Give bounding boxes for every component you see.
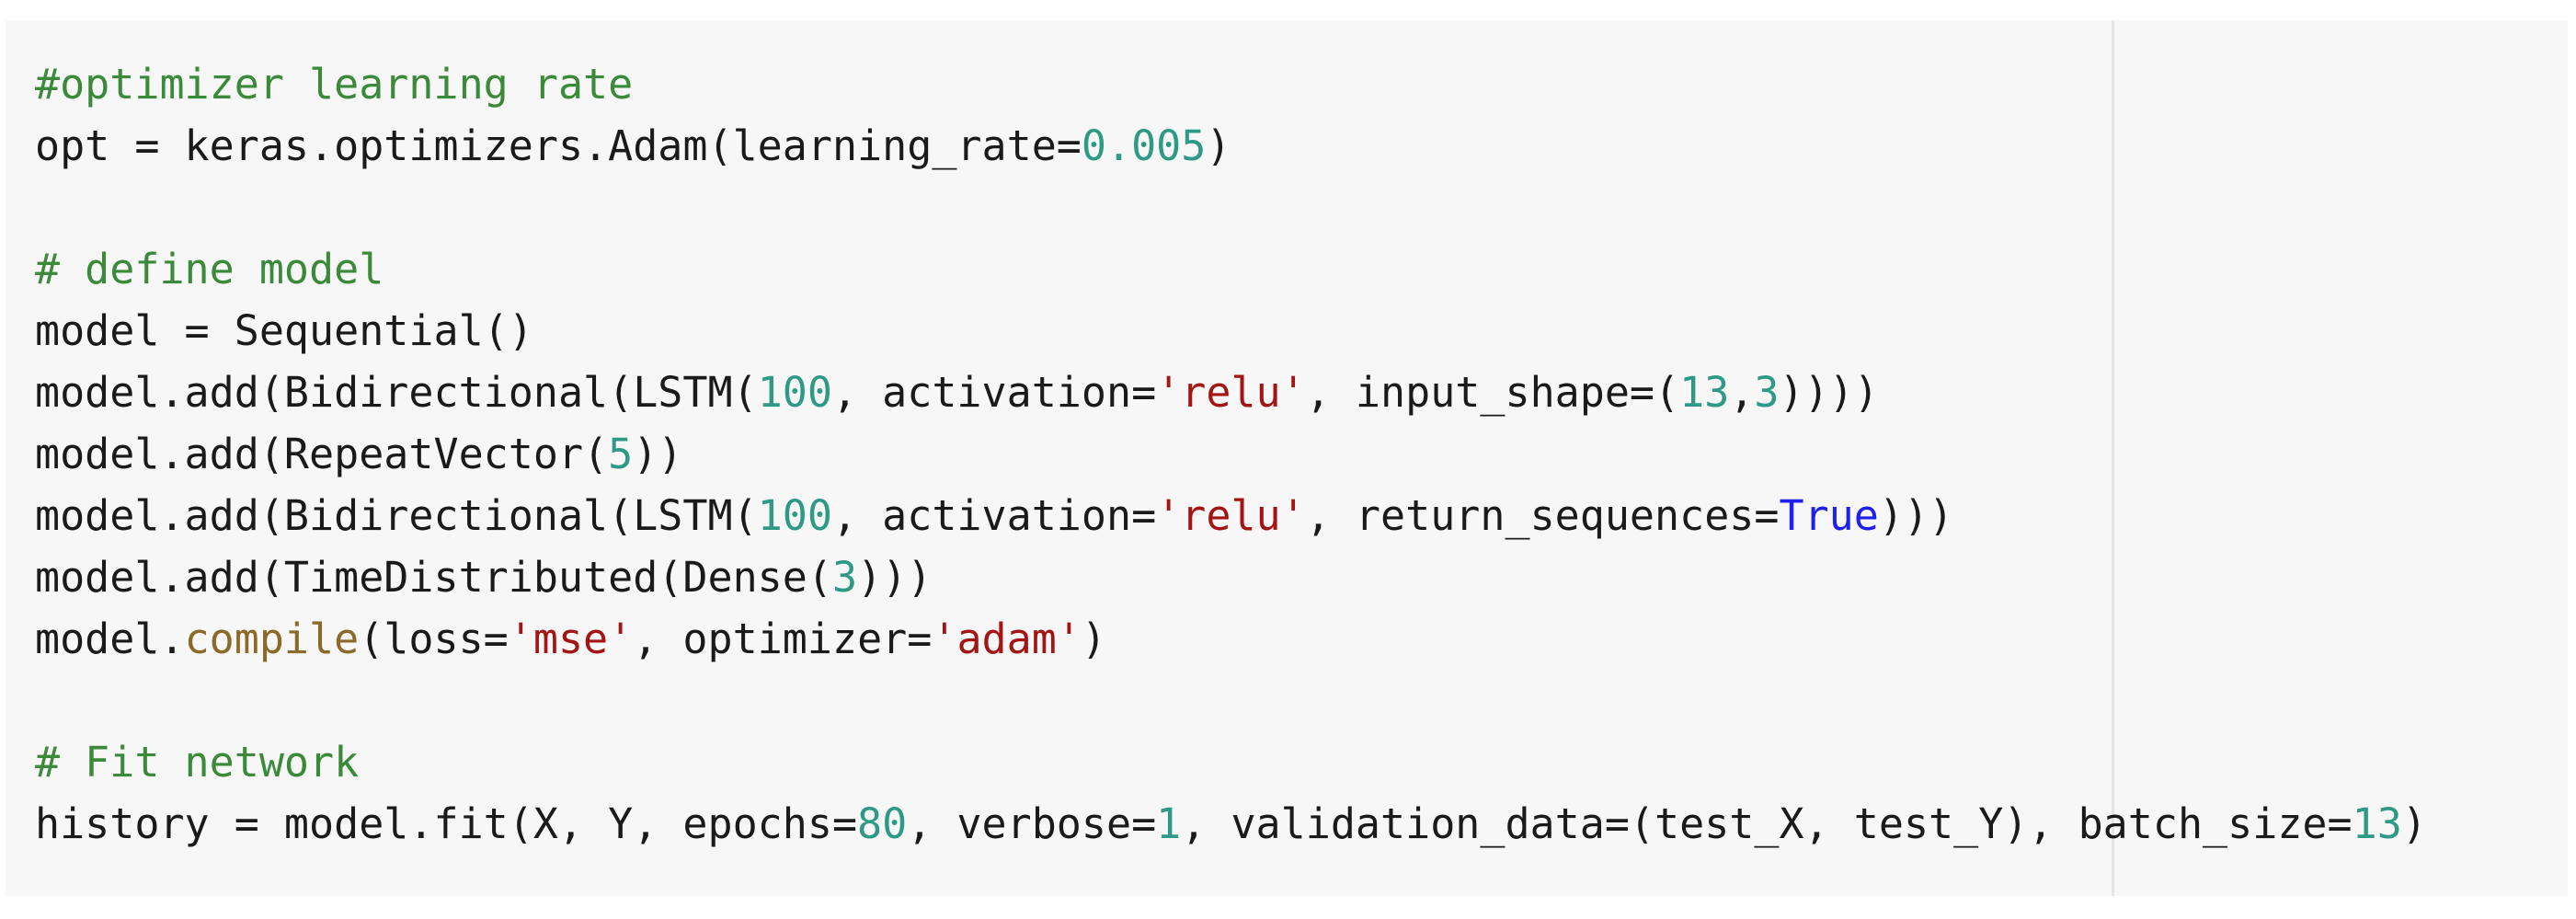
code-token: model = Sequential() <box>35 306 533 355</box>
code-token: model.add(Bidirectional(LSTM( <box>35 368 758 417</box>
code-line: # Fit network <box>35 731 2427 793</box>
code-token: , activation= <box>831 491 1157 540</box>
code-line <box>35 670 2427 731</box>
code-token: ))) <box>1878 491 1954 540</box>
code-token: ))) <box>857 553 933 602</box>
code-comment: # Fit network <box>35 738 360 787</box>
code-line <box>35 177 2427 238</box>
code-line: history = model.fit(X, Y, epochs=80, ver… <box>35 793 2427 855</box>
code-line: # define model <box>35 238 2427 300</box>
code-token: history = model.fit(X, Y, epochs= <box>35 799 858 848</box>
code-token: ) <box>2401 799 2427 848</box>
code-token: model.add(Bidirectional(LSTM( <box>35 491 758 540</box>
code-comment: #optimizer learning rate <box>35 60 634 109</box>
code-method: compile <box>184 615 360 663</box>
code-token: , <box>1729 368 1755 417</box>
code-number: 13 <box>2352 799 2402 848</box>
code-token: )) <box>633 430 683 478</box>
code-number: 100 <box>757 368 832 417</box>
code-line: model.compile(loss='mse', optimizer='ada… <box>35 608 2427 670</box>
code-token: ) <box>1081 615 1107 663</box>
code-string: 'mse' <box>508 615 634 663</box>
code-line: model.add(RepeatVector(5)) <box>35 423 2427 485</box>
code-token: model.add(TimeDistributed(Dense( <box>35 553 832 602</box>
code-string: 'adam' <box>932 615 1082 663</box>
code-number: 100 <box>757 491 832 540</box>
code-keyword: True <box>1779 491 1879 540</box>
code-line: model = Sequential() <box>35 300 2427 362</box>
code-token: , validation_data=(test_X, test_Y), batc… <box>1181 799 2353 848</box>
code-number: 5 <box>608 430 634 478</box>
code-token: )))) <box>1779 368 1879 417</box>
code-token: , verbose= <box>907 799 1157 848</box>
code-number: 3 <box>1754 368 1780 417</box>
code-cell[interactable]: #optimizer learning rate opt = keras.opti… <box>6 20 2568 896</box>
code-token: model.add(RepeatVector( <box>35 430 609 478</box>
code-line: model.add(Bidirectional(LSTM(100, activa… <box>35 362 2427 423</box>
code-token: model. <box>35 615 185 663</box>
code-string: 'relu' <box>1156 368 1306 417</box>
code-token: opt = keras.optimizers.Adam(learning_rat… <box>35 121 1082 170</box>
code-token: ) <box>1206 121 1231 170</box>
gutter-divider <box>2112 20 2114 896</box>
code-number: 1 <box>1156 799 1182 848</box>
code-number: 80 <box>857 799 908 848</box>
code-string: 'relu' <box>1156 491 1306 540</box>
code-token: , input_shape=( <box>1305 368 1680 417</box>
code-line: #optimizer learning rate <box>35 53 2427 115</box>
code-token: , optimizer= <box>633 615 933 663</box>
code-editor[interactable]: #optimizer learning rate opt = keras.opti… <box>35 53 2427 855</box>
code-line: model.add(Bidirectional(LSTM(100, activa… <box>35 485 2427 546</box>
code-token: (loss= <box>359 615 509 663</box>
code-number: 3 <box>831 553 858 602</box>
code-line: opt = keras.optimizers.Adam(learning_rat… <box>35 115 2427 177</box>
code-number: 13 <box>1679 368 1730 417</box>
code-token: , activation= <box>831 368 1157 417</box>
code-token: , return_sequences= <box>1305 491 1780 540</box>
code-line: model.add(TimeDistributed(Dense(3))) <box>35 546 2427 608</box>
code-comment: # define model <box>35 245 384 293</box>
code-number: 0.005 <box>1081 121 1207 170</box>
